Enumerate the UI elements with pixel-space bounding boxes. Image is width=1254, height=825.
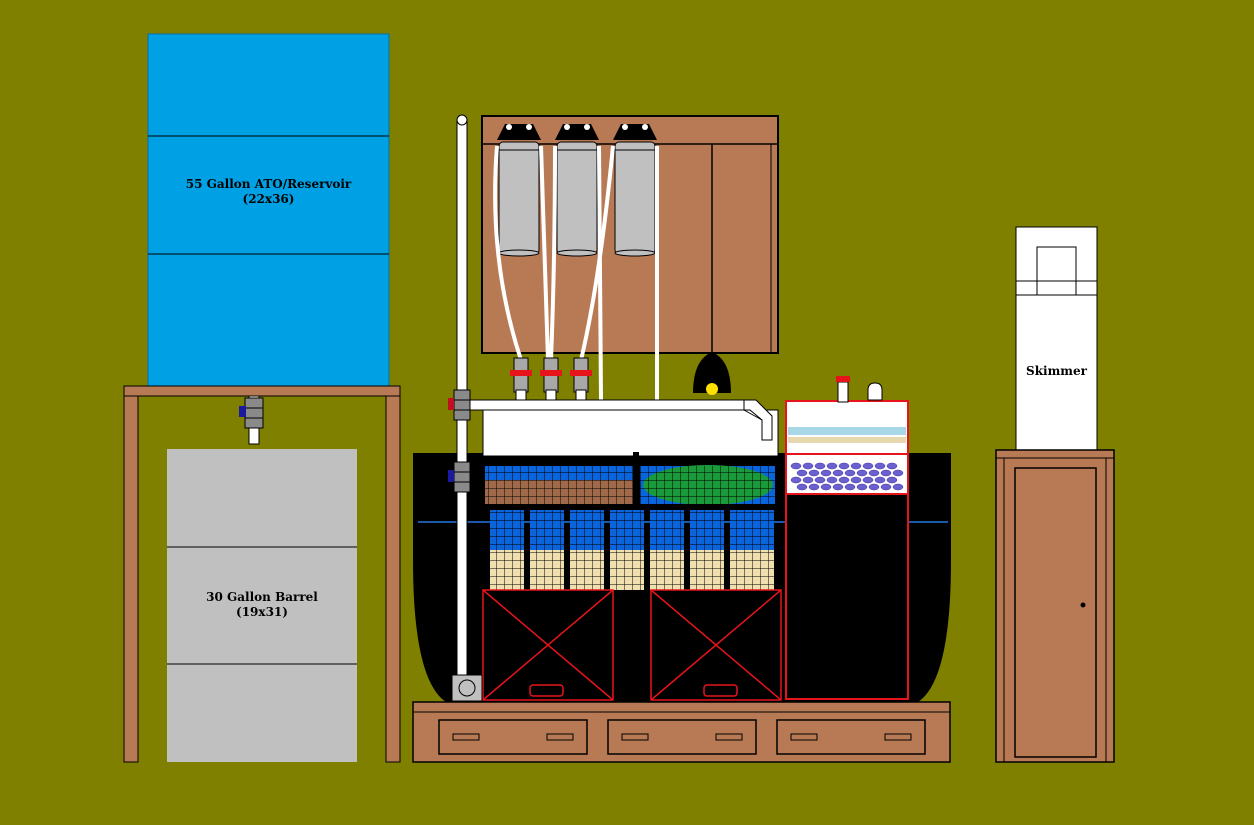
filter-chamber — [482, 409, 782, 701]
reservoir-label: 55 Gallon ATO/Reservoir (22x36) — [148, 177, 389, 207]
manifold-valves — [510, 357, 592, 409]
skimmer-label: Skimmer — [1016, 364, 1097, 379]
ro-filter-canisters — [497, 124, 657, 257]
reactor-chamber — [785, 376, 909, 700]
reservoir-title: 55 Gallon ATO/Reservoir — [185, 177, 352, 191]
lamp — [693, 352, 731, 395]
skimmer-title: Skimmer — [1026, 364, 1087, 378]
left-stand — [123, 385, 401, 763]
reservoir-valve — [239, 395, 264, 445]
return-pipe — [448, 114, 483, 702]
door-knob — [1080, 602, 1086, 608]
barrel-title: 30 Gallon Barrel — [206, 590, 318, 604]
skimmer — [1015, 226, 1098, 451]
sump-stand — [412, 701, 951, 763]
skimmer-cabinet — [995, 449, 1115, 763]
ro-tubing — [493, 145, 659, 401]
reservoir-size: (22x36) — [242, 192, 295, 206]
lower-chamber-right — [650, 589, 782, 701]
reservoir — [147, 33, 390, 387]
barrel — [167, 449, 357, 762]
filter-cells — [490, 510, 774, 590]
lower-chamber-left — [482, 589, 614, 701]
barrel-size: (19x31) — [236, 605, 288, 619]
barrel-label: 30 Gallon Barrel (19x31) — [167, 590, 357, 620]
